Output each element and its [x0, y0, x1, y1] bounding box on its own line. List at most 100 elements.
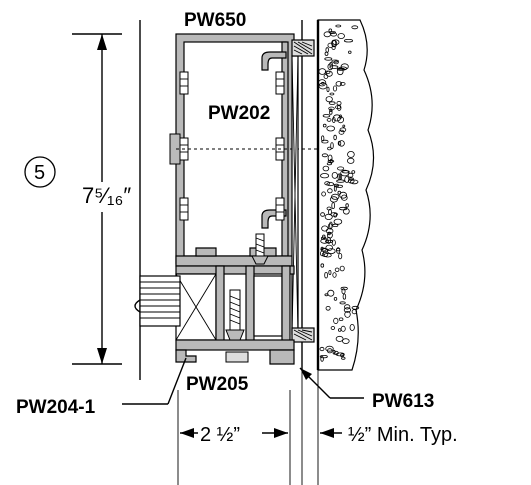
stone-pebble: [341, 170, 350, 174]
stone-pebble: [340, 325, 346, 332]
stone-pebble: [340, 286, 348, 291]
pw202-hook-top: [261, 51, 287, 71]
stone-pebble: [321, 135, 325, 142]
pw650-anchor-profile: [291, 39, 315, 343]
stone-pebble: [330, 326, 336, 330]
stone-pebble: [337, 33, 345, 39]
stone-pebble: [320, 173, 330, 179]
stone-pebble: [329, 109, 333, 115]
height-dimension: [72, 33, 124, 365]
stone-pebble: [351, 305, 360, 310]
pw205-bottom: [175, 339, 295, 351]
stone-pebble: [327, 188, 333, 194]
stone-pebble: [330, 142, 334, 150]
stone-pebble: [341, 356, 346, 360]
stone-pebble: [331, 239, 336, 246]
stone-pebble: [329, 92, 335, 96]
bolt-right-lower: [275, 197, 285, 221]
stone-pebble: [343, 307, 351, 313]
stone-pebble: [333, 185, 337, 192]
stone-pebble: [351, 25, 359, 30]
stone-pebble: [324, 272, 328, 279]
stone-pebble: [320, 356, 324, 362]
bolt-left-upper: [179, 71, 189, 95]
stone-pebble: [327, 154, 333, 162]
stone-pebble: [330, 32, 338, 37]
stone-pebble: [339, 301, 346, 305]
stone-pebble: [331, 202, 336, 210]
detail-number-text: 5: [34, 162, 45, 184]
stone-pebble: [351, 309, 358, 315]
pw205-web-right: [281, 265, 291, 347]
stone-pebble: [339, 82, 346, 86]
stone-pebble: [328, 28, 333, 33]
stone-pebble: [340, 353, 345, 358]
stone-pebble: [323, 252, 332, 258]
stone-pebble: [336, 247, 341, 252]
pw205-web-left: [215, 265, 225, 347]
detail-number-circle: [24, 156, 56, 188]
stone-pebble: [326, 182, 335, 187]
stone-pebble: [340, 63, 349, 70]
stone-pebble: [342, 124, 346, 128]
stone-pebble: [349, 323, 355, 331]
width-dimension: [180, 428, 288, 438]
label-pw202: PW202: [208, 103, 270, 124]
stone-pebble: [324, 213, 333, 220]
stone-pebble: [347, 157, 355, 164]
masonry-wall: [317, 19, 375, 371]
stone-pebble: [319, 250, 325, 257]
bolt-right-upper: [275, 71, 285, 95]
stone-pebble: [348, 50, 352, 54]
pw202-clip-left: [195, 247, 217, 257]
stone-pebble: [338, 129, 345, 135]
stone-pebble: [322, 234, 326, 239]
pw205-right-chamber: [253, 275, 283, 337]
label-pw205: PW205: [186, 374, 249, 395]
stone-pebble: [325, 70, 333, 77]
stone-pebble: [327, 289, 335, 297]
pw613-foot: [269, 349, 295, 365]
stone-pebble: [333, 218, 343, 225]
label-pw613: PW613: [372, 391, 434, 412]
stone-pebble: [326, 125, 336, 132]
fasteners: [169, 71, 318, 221]
stone-pebble: [324, 239, 334, 243]
break-mark: [134, 299, 141, 313]
stone-pebble: [326, 86, 330, 93]
pw205-sill-profile: [175, 233, 295, 365]
stone-pebble: [321, 153, 328, 158]
stone-pebble: [348, 177, 354, 181]
sealant-top-hatch: [293, 41, 313, 55]
stone-pebble: [325, 244, 334, 251]
stone-pebble: [335, 184, 343, 188]
stone-pebble: [350, 179, 359, 185]
stone-pebble: [327, 63, 334, 71]
stone-pebble: [337, 116, 345, 124]
stone-pebble: [321, 81, 325, 85]
pw204-1-clip: [175, 349, 197, 363]
stone-pebble: [321, 191, 326, 197]
stone-pebble: [351, 170, 356, 174]
stone-pebble: [339, 265, 345, 272]
stone-pebble: [332, 85, 338, 92]
stone-pebble: [341, 288, 346, 295]
stone-pebble: [340, 169, 350, 177]
stone-pebble: [320, 246, 324, 251]
setting-block: [225, 351, 249, 363]
stone-pebble: [340, 194, 348, 201]
stone-pebble: [327, 146, 332, 151]
stone-pebble: [338, 317, 344, 321]
stone-pebble: [328, 101, 336, 105]
stone-pebble: [336, 179, 345, 183]
stone-pebble: [333, 134, 337, 141]
stone-pebble: [335, 24, 342, 28]
stone-pebble: [326, 118, 332, 122]
stone-pebble: [345, 203, 349, 208]
stone-pebble: [326, 206, 332, 211]
stone-pebble: [335, 335, 344, 342]
stone-pebble: [329, 65, 339, 69]
stone-pebble: [321, 139, 329, 144]
